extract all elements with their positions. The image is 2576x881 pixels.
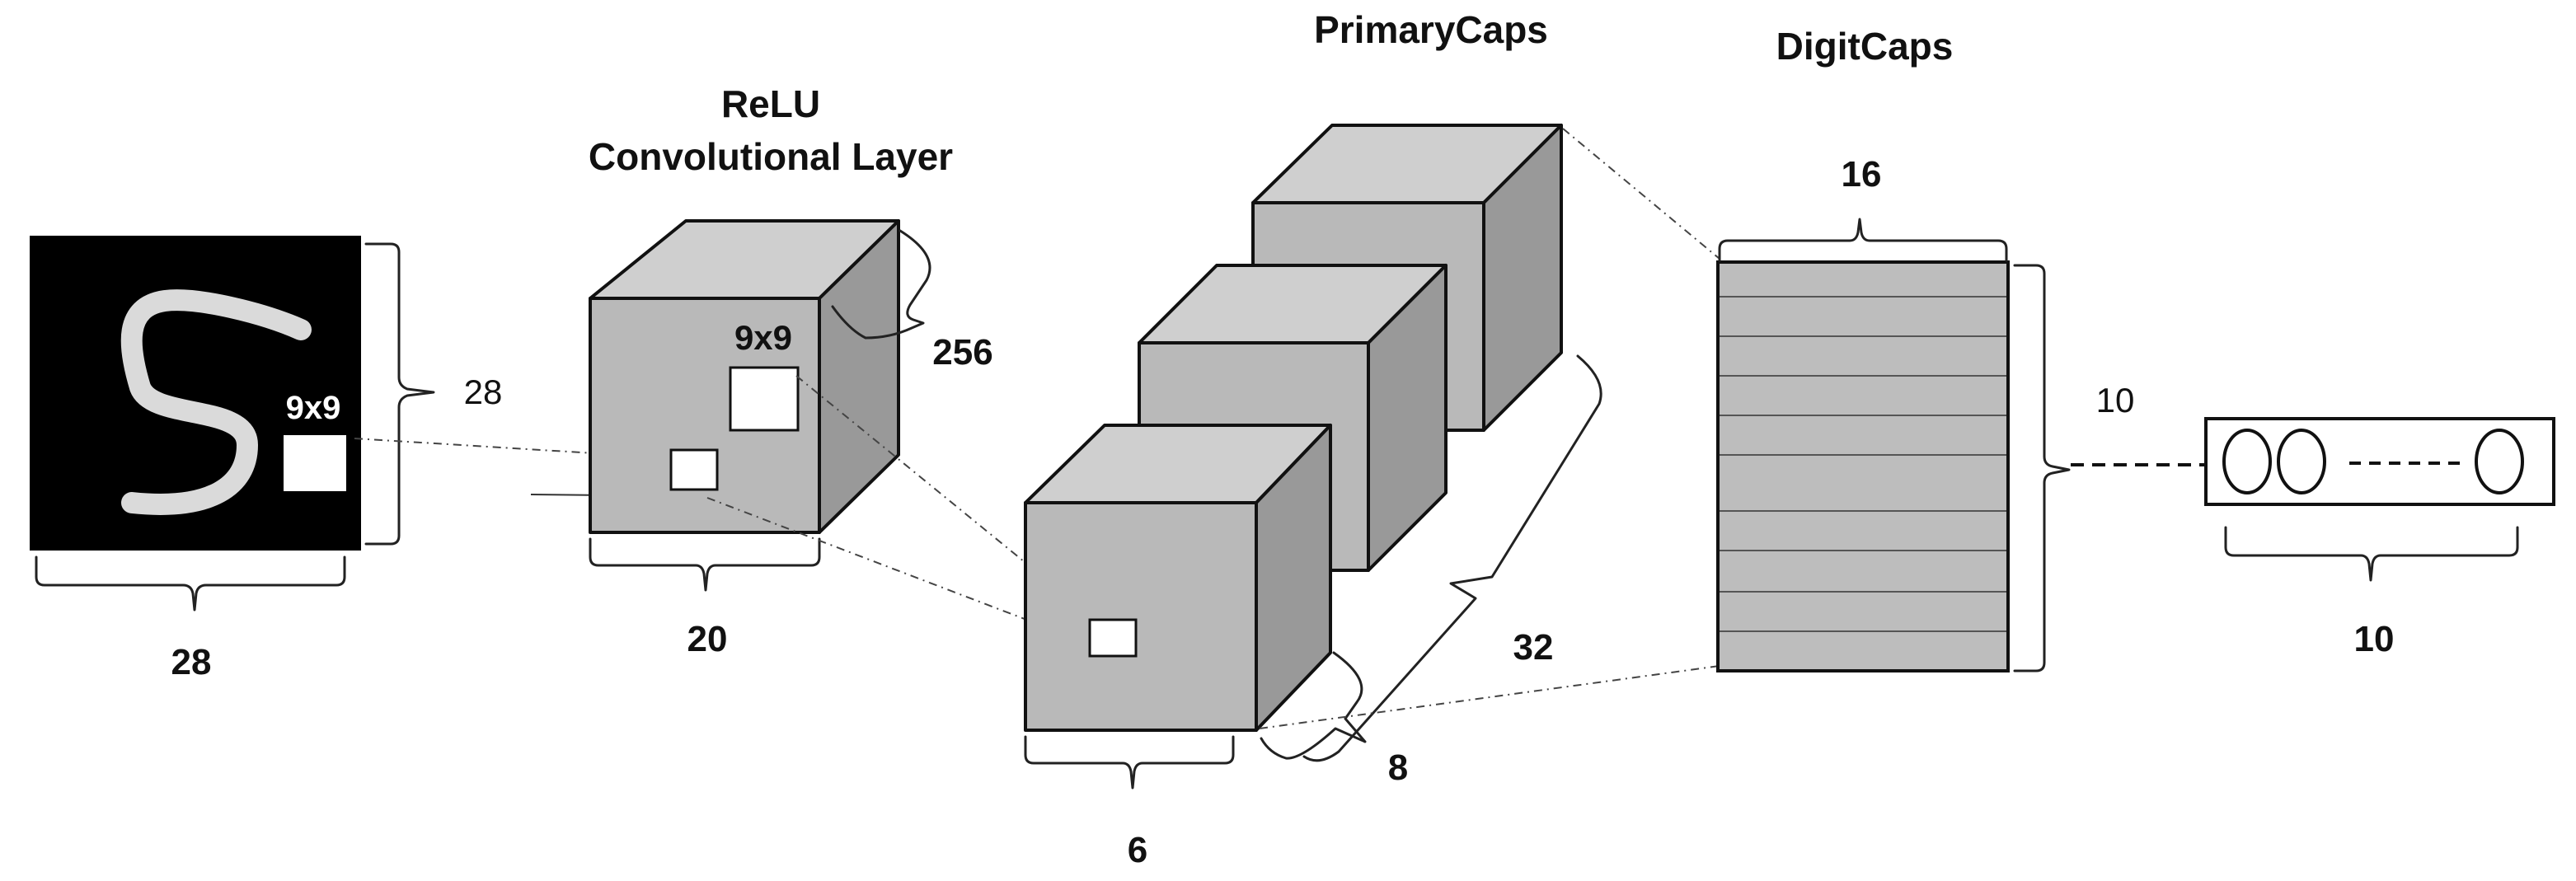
conv-depth-brace — [831, 229, 931, 340]
digitcaps-height-label: 10 — [2096, 381, 2135, 419]
input-width-brace — [35, 555, 346, 612]
conv-width-brace — [589, 537, 821, 592]
primary-to-digit-connector-bottom — [1259, 665, 1720, 729]
conv-kernel-patch — [729, 366, 800, 432]
input-height-label: 28 — [464, 373, 503, 411]
primarycaps-cube-front — [1024, 424, 1332, 732]
conv-title-line2: Convolutional Layer — [589, 135, 953, 178]
output-width-brace — [2224, 526, 2519, 582]
digitcaps-matrix — [1716, 260, 2010, 672]
primarycaps-width-brace — [1024, 735, 1235, 790]
primarycaps-count-brace — [1302, 354, 1602, 762]
primarycaps-width-label: 6 — [1128, 830, 1147, 870]
primarycaps-count-label: 32 — [1513, 627, 1554, 668]
output-vector — [2204, 417, 2555, 506]
conv-cube — [589, 219, 900, 534]
input-kernel-label: 9x9 — [286, 390, 341, 426]
digitcaps-title: DigitCaps — [1776, 25, 1954, 68]
primarycaps-depth-label: 8 — [1388, 747, 1408, 788]
input-image: 9x9 — [30, 236, 361, 551]
output-capsule-2 — [2277, 429, 2326, 494]
conv-small-patch — [669, 448, 719, 491]
conv-title-line1: ReLU — [721, 82, 820, 125]
primarycaps-patch — [1088, 618, 1138, 658]
output-capsule-10 — [2475, 429, 2524, 494]
input-height-brace — [364, 242, 435, 546]
digitcaps-height-brace — [2013, 264, 2071, 672]
digitcaps-width-brace — [1718, 218, 2008, 262]
conv-depth-label: 256 — [932, 332, 992, 373]
primary-to-digit-connector-top — [1562, 128, 1720, 260]
input-kernel-patch — [284, 435, 346, 491]
conv-width-label: 20 — [687, 619, 728, 659]
output-width-label: 10 — [2354, 619, 2395, 659]
primarycaps-title: PrimaryCaps — [1314, 8, 1548, 51]
conv-kernel-label: 9x9 — [734, 318, 792, 357]
input-to-conv-connector-top — [354, 438, 675, 459]
input-width-label: 28 — [171, 642, 212, 682]
primarycaps-depth-brace — [1260, 651, 1367, 760]
output-capsule-1 — [2222, 429, 2272, 494]
digitcaps-width-label: 16 — [1842, 154, 1882, 194]
